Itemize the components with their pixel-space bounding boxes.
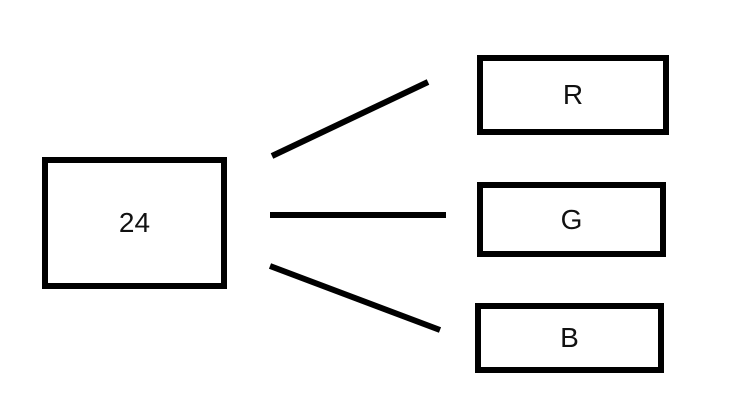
connector-to-b	[268, 263, 442, 333]
source-label: 24	[118, 207, 151, 238]
target-label-b: B	[560, 322, 579, 353]
source-box: 24	[42, 157, 227, 289]
target-label-g: G	[560, 203, 583, 235]
connector-to-r	[270, 79, 430, 159]
target-box-b: B	[475, 303, 664, 373]
target-box-g: G	[477, 182, 666, 257]
target-label-r: R	[562, 79, 584, 110]
target-box-r: R	[477, 55, 669, 135]
